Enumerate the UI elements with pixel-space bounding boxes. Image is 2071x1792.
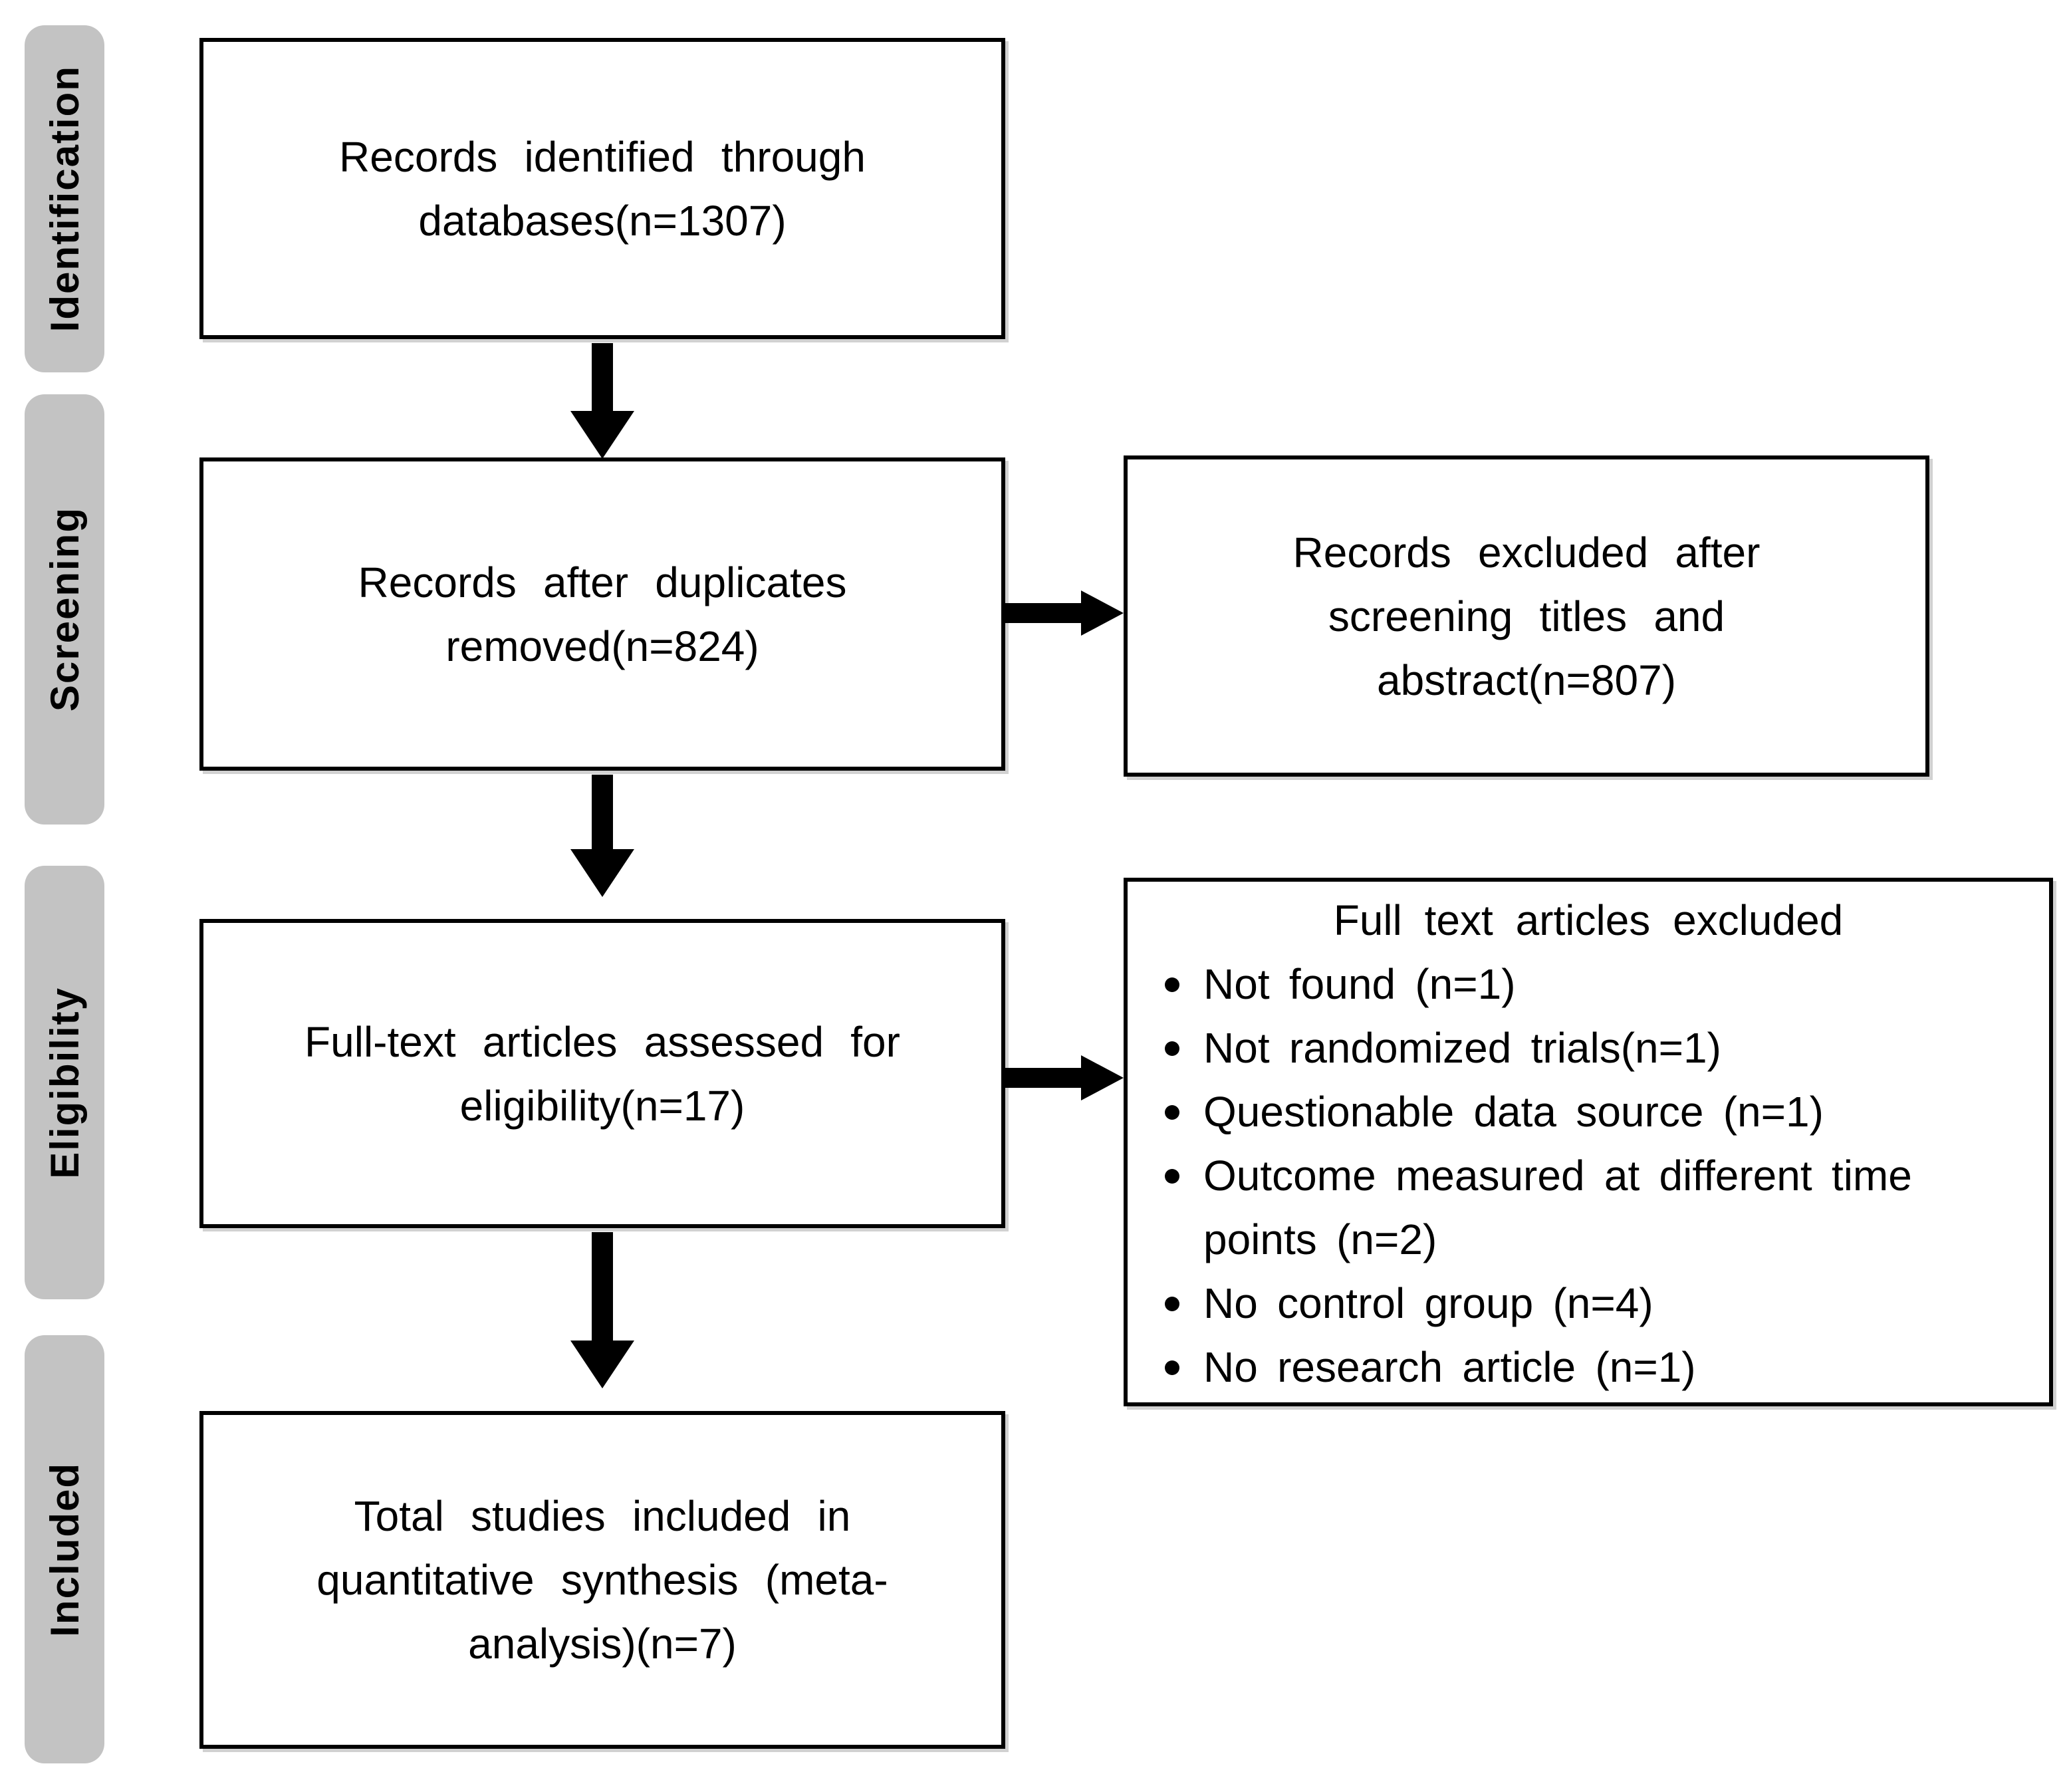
stage-label-screening: Screening bbox=[42, 507, 87, 712]
exclusion-item: Outcome measured at different time point… bbox=[1152, 1144, 1989, 1271]
box-records-excluded-screening: Records excluded after screening titles … bbox=[1124, 455, 1929, 777]
stage-bar-included: Included bbox=[25, 1335, 104, 1763]
exclusion-item: No control group (n=4) bbox=[1152, 1271, 1989, 1335]
exclusion-reason-list: Not found (n=1) Not randomized trials(n=… bbox=[1128, 952, 2049, 1399]
box-records-after-duplicates: Records after duplicates removed(n=824) bbox=[199, 457, 1005, 771]
exclusion-item: No research article (n=1) bbox=[1152, 1335, 1989, 1399]
stage-bar-screening: Screening bbox=[25, 394, 104, 825]
arrow-duplicates-to-fulltext bbox=[592, 775, 613, 849]
stage-label-included: Included bbox=[42, 1462, 87, 1637]
arrow-right-icon bbox=[1081, 1055, 1124, 1100]
stage-label-identification: Identification bbox=[42, 65, 87, 332]
exclusion-item: Not randomized trials(n=1) bbox=[1152, 1016, 1989, 1080]
box-fulltext-assessed-text: Full-text articles assessed for eligibil… bbox=[305, 1017, 900, 1130]
exclusion-item: Not found (n=1) bbox=[1152, 952, 1989, 1016]
box-fulltext-excluded-title: Full text articles excluded bbox=[1333, 896, 1844, 944]
arrow-fulltext-to-included bbox=[592, 1232, 613, 1341]
box-records-identified: Records identified through databases(n=1… bbox=[199, 38, 1005, 339]
arrow-down-icon bbox=[570, 1341, 634, 1388]
arrow-duplicates-to-excluded bbox=[1005, 603, 1081, 623]
box-records-after-duplicates-text: Records after duplicates removed(n=824) bbox=[358, 558, 847, 670]
arrow-down-icon bbox=[570, 411, 634, 459]
stage-label-eligibility: Eligibility bbox=[42, 986, 87, 1179]
box-records-identified-text: Records identified through databases(n=1… bbox=[339, 132, 866, 245]
box-records-excluded-screening-text: Records excluded after screening titles … bbox=[1292, 528, 1761, 704]
arrow-down-icon bbox=[570, 849, 634, 897]
stage-bar-identification: Identification bbox=[25, 25, 104, 372]
arrow-identified-to-duplicates bbox=[592, 343, 613, 411]
box-fulltext-assessed: Full-text articles assessed for eligibil… bbox=[199, 919, 1005, 1228]
box-fulltext-excluded: Full text articles excluded Not found (n… bbox=[1124, 878, 2053, 1406]
exclusion-item: Questionable data source (n=1) bbox=[1152, 1080, 1989, 1144]
box-included-total: Total studies included in quantitative s… bbox=[199, 1411, 1005, 1749]
arrow-fulltext-to-excluded bbox=[1005, 1068, 1081, 1088]
stage-bar-eligibility: Eligibility bbox=[25, 866, 104, 1299]
arrow-right-icon bbox=[1081, 590, 1124, 636]
box-included-total-text: Total studies included in quantitative s… bbox=[316, 1492, 888, 1668]
